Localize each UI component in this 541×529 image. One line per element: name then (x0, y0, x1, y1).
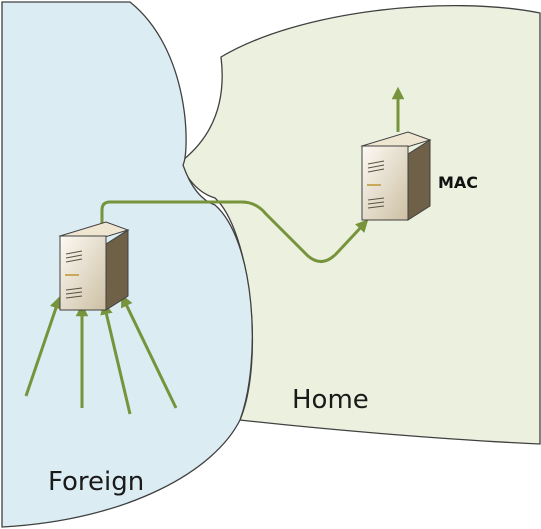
incoming-arrow (121, 294, 178, 409)
home-region-label: Home (292, 385, 369, 415)
connection-path (100, 200, 369, 263)
mac-server-label: MAC (438, 173, 478, 192)
foreign-server-icon (58, 221, 130, 311)
incoming-arrow (100, 301, 132, 415)
incoming-arrow (24, 296, 62, 397)
foreign-region-label: Foreign (48, 467, 144, 497)
incoming-arrows (24, 294, 178, 415)
mac-server-icon (360, 131, 432, 221)
